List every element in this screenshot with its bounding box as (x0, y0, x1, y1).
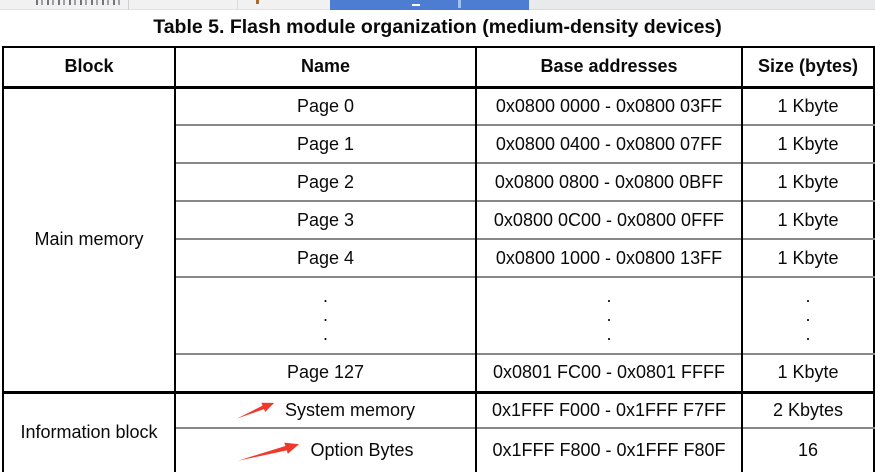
highlighted-tab-fragment[interactable] (330, 0, 529, 10)
col-header-size: Size (bytes) (741, 47, 874, 89)
table-row-option-bytes: Option Bytes 0x1FFF F800 - 0x1FFF F80F 1… (3, 427, 874, 472)
cell-base: 0x0800 0000 - 0x0800 03FF (475, 87, 742, 125)
cell-size: 1 Kbyte (741, 238, 874, 277)
cell-name: Page 2 (174, 162, 476, 201)
table-row-page4: Page 4 0x0800 1000 - 0x0800 13FF 1 Kbyte (3, 238, 874, 277)
cell-name: System memory (174, 390, 476, 428)
cell-base: 0x0800 1000 - 0x0800 13FF (475, 238, 742, 277)
cell-name: Page 1 (174, 124, 476, 163)
ellipsis-dots: ... (475, 276, 742, 354)
block-group-information-block: Information block (3, 390, 175, 472)
cell-base: 0x0800 0C00 - 0x0800 0FFF (475, 200, 742, 239)
cell-size: 1 Kbyte (741, 162, 874, 201)
cell-name: Page 127 (174, 353, 476, 392)
ellipsis-dots: ... (174, 276, 476, 354)
cell-size: 1 Kbyte (741, 353, 874, 392)
favicon-fragment (256, 0, 259, 4)
cell-name-label: System memory (284, 399, 416, 420)
cell-base: 0x0800 0800 - 0x0800 0BFF (475, 162, 742, 201)
col-header-base-addresses: Base addresses (475, 47, 742, 89)
table-row-page0: Main memory Page 0 0x0800 0000 - 0x0800 … (3, 87, 874, 249)
table-row-page1: Page 1 0x0800 0400 - 0x0800 07FF 1 Kbyte (3, 124, 874, 163)
cell-base: 0x0801 FC00 - 0x0801 FFFF (475, 353, 742, 392)
cell-name: Page 4 (174, 238, 476, 277)
red-annotation-arrow-icon (238, 442, 300, 461)
table-row-page3: Page 3 0x0800 0C00 - 0x0800 0FFF 1 Kbyte (3, 200, 874, 239)
cell-size: 1 Kbyte (741, 87, 874, 125)
toolbar-divider (128, 0, 129, 10)
toolbar-divider (237, 0, 238, 10)
toolbar-left-segment (0, 0, 330, 10)
cell-base: 0x0800 0400 - 0x0800 07FF (475, 124, 742, 163)
cutoff-text-fragments (36, 0, 124, 5)
tab-label-fragment (458, 0, 461, 8)
cell-base: 0x1FFF F800 - 0x1FFF F80F (475, 427, 742, 472)
toolbar-right-segment (529, 0, 875, 10)
cell-name-label: Option Bytes (310, 440, 414, 460)
ellipsis-dots: ... (741, 276, 874, 354)
table-row-page2: Page 2 0x0800 0800 - 0x0800 0BFF 1 Kbyte (3, 162, 874, 201)
table-row-ellipsis: ... ... ... (3, 276, 874, 354)
table-title: Table 5. Flash module organization (medi… (153, 16, 722, 38)
cell-name: Option Bytes (174, 427, 476, 472)
cell-size: 16 (741, 427, 874, 472)
col-header-block: Block (3, 47, 175, 89)
block-group-main-memory: Main memory (34, 229, 144, 249)
red-annotation-arrow-icon (236, 402, 275, 419)
cell-name: Page 0 (174, 87, 476, 125)
browser-chrome-cutoff (0, 0, 875, 11)
cell-size: 1 Kbyte (741, 200, 874, 239)
header-row: Block Name Base addresses Size (bytes) (3, 47, 874, 89)
table-row-page127: Page 127 0x0801 FC00 - 0x0801 FFFF 1 Kby… (3, 353, 874, 392)
cell-size: 1 Kbyte (741, 124, 874, 163)
tab-label-fragment (412, 4, 420, 6)
cell-size: 2 Kbytes (741, 390, 874, 428)
cell-base: 0x1FFF F000 - 0x1FFF F7FF (475, 390, 742, 428)
table-row-system-memory: Information block System memory 0x1FFF F… (3, 390, 874, 472)
col-header-name: Name (174, 47, 476, 89)
flash-organization-table: Block Name Base addresses Size (bytes) M… (2, 46, 875, 472)
cell-name: Page 3 (174, 200, 476, 239)
